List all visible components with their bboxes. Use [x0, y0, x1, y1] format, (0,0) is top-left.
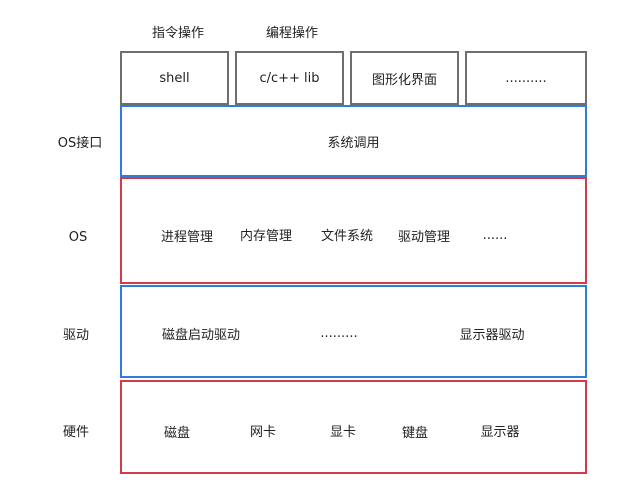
shell-label: shell: [159, 70, 190, 86]
gui-box: 图形化界面: [350, 51, 459, 105]
gui-label: 图形化界面: [371, 72, 437, 88]
nic-item: 网卡: [249, 424, 276, 440]
drivers-more-item: .........: [320, 325, 358, 341]
clib-box: c/c++ lib: [235, 51, 344, 105]
hardware-row-label: 硬件: [62, 424, 89, 440]
os-interface-box: 系统调用: [120, 105, 587, 177]
os-interface-row-label: OS接口: [57, 135, 103, 151]
driver-management-item: 驱动管理: [397, 229, 450, 245]
command-ops-label: 指令操作: [151, 25, 204, 41]
clib-label: c/c++ lib: [259, 70, 320, 86]
monitor-item: 显示器: [480, 424, 520, 440]
more-tools-label: ..........: [505, 70, 547, 86]
gpu-item: 显卡: [329, 424, 356, 440]
disk-item: 磁盘: [163, 425, 190, 441]
disk-driver-item: 磁盘启动驱动: [161, 327, 240, 343]
os-row-label: OS: [68, 229, 88, 245]
display-driver-item: 显示器驱动: [459, 327, 525, 343]
drivers-row-label: 驱动: [62, 327, 89, 343]
programming-ops-label: 编程操作: [265, 25, 318, 41]
more-tools-box: ..........: [465, 51, 587, 105]
process-management-item: 进程管理: [160, 229, 213, 245]
shell-box: shell: [120, 51, 229, 105]
syscall-label: 系统调用: [327, 135, 380, 151]
os-more-item: ......: [482, 227, 508, 243]
hardware-box: [120, 380, 587, 474]
file-system-item: 文件系统: [320, 228, 373, 244]
memory-management-item: 内存管理: [239, 228, 292, 244]
os-box: [120, 177, 587, 284]
drivers-box: [120, 285, 587, 378]
keyboard-item: 键盘: [401, 425, 428, 441]
